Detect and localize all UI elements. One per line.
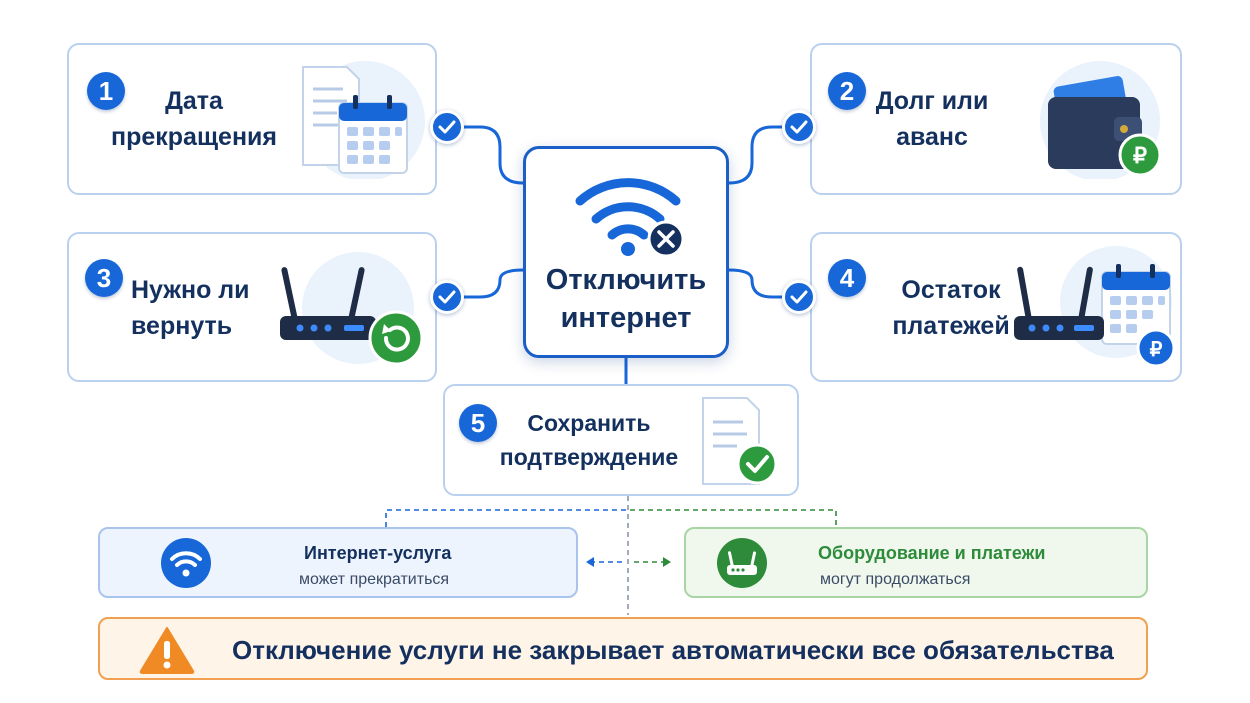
step-card-5: 5 Сохранить подтверждение [443,384,799,496]
router-calendar-ruble-icon: ₽ [1014,246,1176,368]
svg-text:₽: ₽ [1133,143,1147,168]
step-number-3: 3 [85,259,123,297]
info-subtitle-equipment: могут продолжаться [820,571,971,588]
wallet-ruble-icon: ₽ [1040,61,1162,179]
info-box-internet: Интернет-услуга может прекратиться [98,527,578,598]
step-number-1: 1 [87,72,125,110]
step-card-4: 4 Остаток платежей ₽ [810,232,1182,382]
info-title-equipment: Оборудование и платежи [818,543,1046,563]
svg-text:₽: ₽ [1150,339,1163,361]
step-label-3: Нужно ли вернуть [131,276,250,340]
connector-info-right [630,509,837,527]
connector-step-1 [463,125,524,185]
step-label-1: Дата прекращения [110,87,277,151]
step-card-3: 3 Нужно ли вернуть [67,232,437,382]
arrowhead-left [586,557,594,567]
check-icon [430,110,464,144]
step-label-2: Долг или аванс [875,87,989,151]
step-number-4: 4 [828,259,866,297]
router-icon [717,538,767,588]
step-label-4: Остаток платежей [892,276,1010,340]
info-box-equipment: Оборудование и платежи могут продолжатьс… [684,527,1148,598]
arrowhead-right [663,557,671,567]
wifi-off-icon [575,178,685,258]
check-icon [430,280,464,314]
step-card-2: 2 Долг или аванс ₽ [810,43,1182,195]
step-number-2: 2 [828,72,866,110]
info-title-internet: Интернет-услуга [304,543,452,563]
step-label-5: Сохранить подтверждение [499,410,679,470]
center-node: Отключить интернет [523,146,729,358]
warning-banner: Отключение услуги не закрывает автоматич… [98,617,1148,680]
step-card-1: 1 Дата прекращения [67,43,437,195]
step-number-5: 5 [459,404,497,442]
check-icon [782,280,816,314]
connector-step-3 [450,268,524,299]
wifi-icon [161,538,211,588]
check-icon [782,110,816,144]
connector-info-left [385,509,626,527]
document-calendar-icon [302,61,425,179]
router-return-icon [280,252,424,366]
document-check-icon [702,397,778,485]
connector-step-2 [728,125,788,185]
warning-text: Отключение услуги не закрывает автоматич… [232,635,1114,665]
connector-step-4 [728,268,800,299]
info-subtitle-internet: может прекратиться [299,571,450,588]
center-title: Отключить интернет [545,264,707,334]
warning-icon [139,627,195,674]
